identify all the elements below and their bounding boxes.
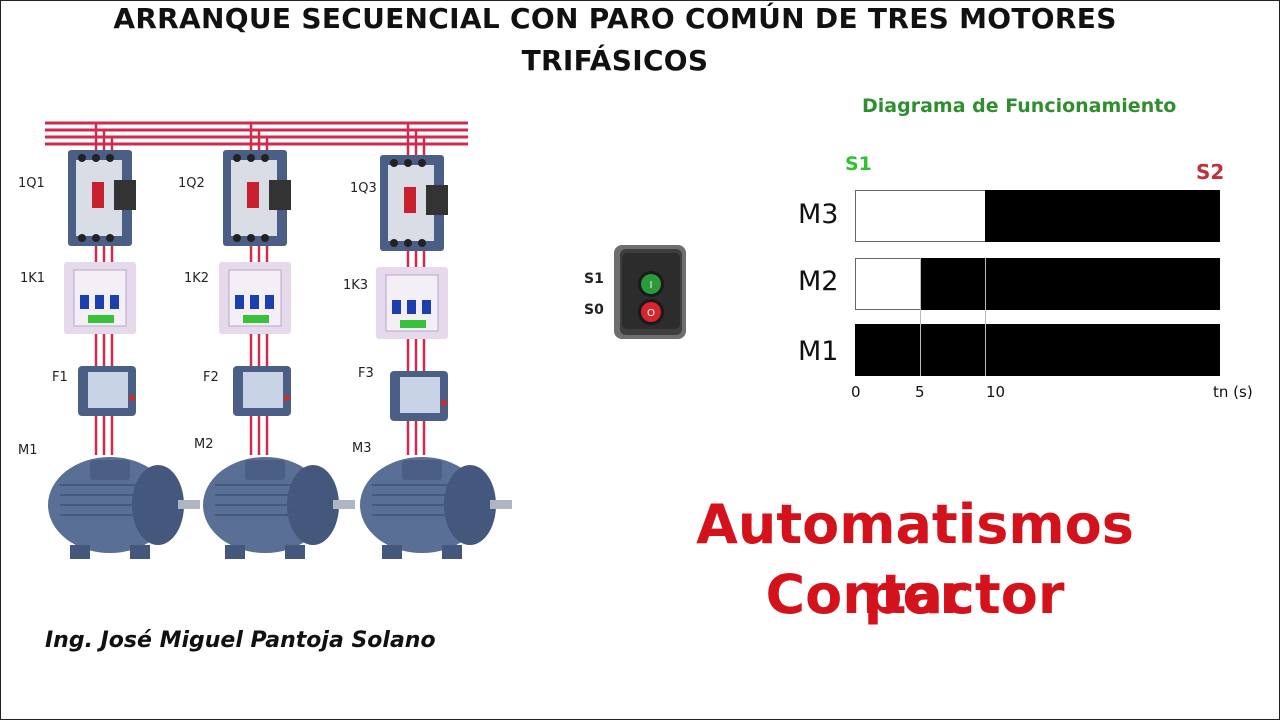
contactor-label-2: 1K2 <box>184 271 210 286</box>
on-segment-m3 <box>985 190 1220 242</box>
guide-line-5 <box>920 258 921 376</box>
time-axis-unit: tn (s) <box>1213 383 1253 401</box>
brand-line-1: Automatismos por <box>696 493 1134 626</box>
off-segment-m3 <box>855 190 987 242</box>
timing-bar-m1 <box>855 324 1220 376</box>
author-name: Ing. José Miguel Pantoja Solano <box>45 628 436 653</box>
on-segment-m1 <box>855 324 1220 376</box>
guide-line-10 <box>985 258 986 376</box>
contactor-label-3: 1K3 <box>343 278 369 293</box>
page-title-line-1: ARRANQUE SECUENCIAL CON PARO COMÚN DE TR… <box>113 2 1117 35</box>
motor-label-3: M3 <box>352 441 372 456</box>
branch-3 <box>360 123 512 559</box>
relay-label-1: F1 <box>52 370 68 385</box>
brand-line-2: Contactor <box>765 563 1065 626</box>
tick-label-10: 10 <box>986 383 1006 401</box>
tick-label-5: 5 <box>915 383 925 401</box>
row-label-m2: M2 <box>798 266 839 297</box>
timing-diagram-title: Diagrama de Funcionamiento <box>862 95 1177 117</box>
start-marker: S1 <box>845 153 872 175</box>
stop-button[interactable] <box>641 302 661 322</box>
relay-label-2: F2 <box>203 370 219 385</box>
timing-bar-m2 <box>855 258 1220 310</box>
overload-relay-1 <box>78 366 136 416</box>
on-segment-m2 <box>920 258 1220 310</box>
stop-symbol: O <box>647 308 655 319</box>
motor-label-2: M2 <box>194 437 214 452</box>
start-symbol: I <box>650 280 653 291</box>
contactor-3 <box>376 267 448 339</box>
breaker-label-2: 1Q2 <box>178 176 205 191</box>
contactor-2 <box>219 262 291 334</box>
stop-marker: S2 <box>1196 160 1225 184</box>
s0-label: S0 <box>584 302 604 318</box>
contactor-label-1: 1K1 <box>20 271 46 286</box>
busbars <box>45 121 468 146</box>
off-segment-m2 <box>855 258 922 310</box>
contactor-1 <box>64 262 136 334</box>
branch-1 <box>48 123 200 559</box>
row-label-m1: M1 <box>798 336 839 367</box>
overload-relay-2 <box>233 366 291 416</box>
circuit-breaker-1 <box>68 150 136 246</box>
overload-relay-3 <box>390 371 448 421</box>
motor-schematic <box>45 121 512 559</box>
circuit-breaker-2 <box>223 150 291 246</box>
relay-label-3: F3 <box>358 366 374 381</box>
row-label-m3: M3 <box>798 199 839 230</box>
motor-1 <box>48 457 200 559</box>
timing-bar-m3 <box>855 190 1220 242</box>
motor-2 <box>203 457 355 559</box>
breaker-label-1: 1Q1 <box>18 176 45 191</box>
page-title-line-2: TRIFÁSICOS <box>521 44 709 77</box>
tick-label-0: 0 <box>851 383 861 401</box>
pushbutton-station: I O <box>614 245 686 339</box>
s1-label: S1 <box>584 271 604 287</box>
motor-3 <box>360 457 512 559</box>
branch-2 <box>203 123 355 559</box>
start-button[interactable] <box>641 274 661 294</box>
circuit-breaker-3 <box>380 155 448 251</box>
breaker-label-3: 1Q3 <box>350 181 377 196</box>
motor-label-1: M1 <box>18 443 38 458</box>
